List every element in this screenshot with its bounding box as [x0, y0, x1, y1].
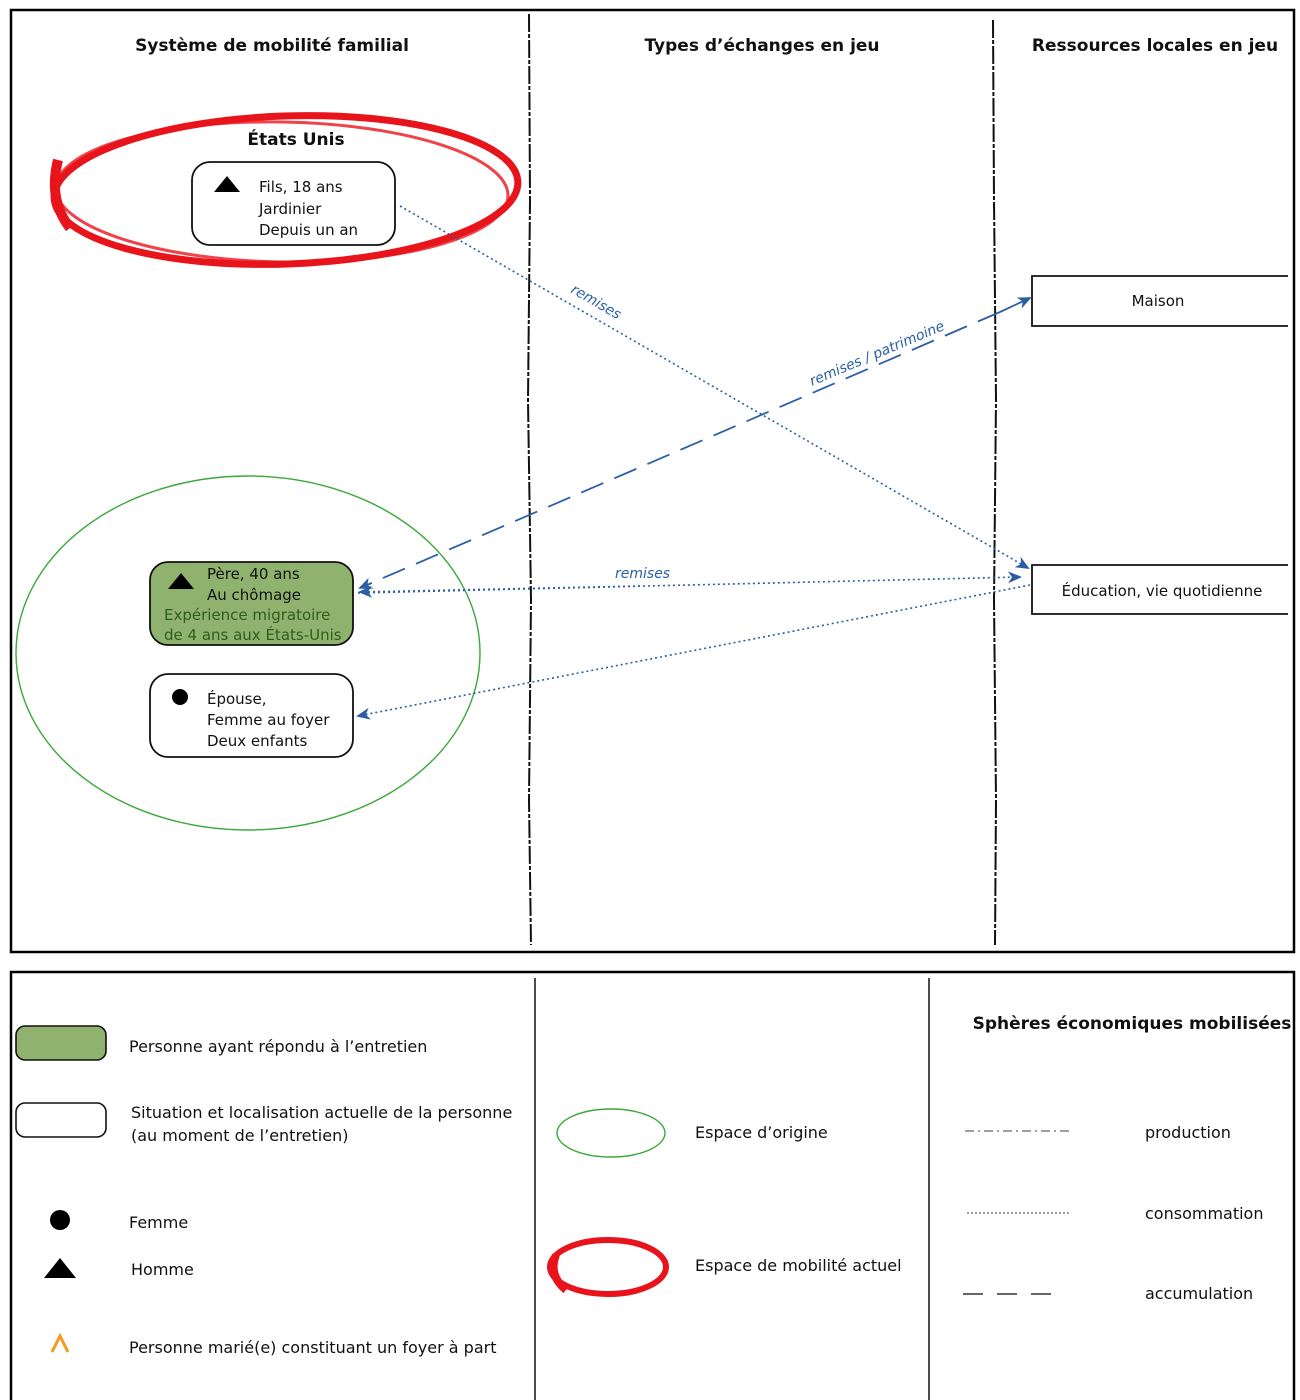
legend-woman-label: Femme: [129, 1213, 188, 1232]
legend-woman-icon: [50, 1210, 70, 1230]
flow-house-father: [358, 311, 1001, 589]
flow-father-to-education-back: [358, 585, 641, 598]
man-icon: [168, 573, 194, 589]
wife-line-1: Épouse,: [207, 689, 267, 708]
legend-interviewed-label: Personne ayant répondu à l’entretien: [129, 1037, 427, 1056]
son-box: [191, 161, 396, 246]
flow-father-to-education: [357, 571, 1022, 594]
legend-situation-line-1: Situation et localisation actuelle de la…: [131, 1103, 512, 1122]
legend-man-label: Homme: [131, 1260, 194, 1279]
legend-current-label: Espace de mobilité actuel: [695, 1256, 902, 1275]
legend-accumulation-label: accumulation: [1145, 1284, 1253, 1303]
son-line-3: Depuis un an: [259, 221, 358, 239]
flow-house-father-arrowhead: [999, 297, 1032, 313]
wife-line-2: Femme au foyer: [207, 711, 330, 729]
flow-label-father-remises: remises: [615, 566, 670, 582]
legend-spheres-title: Sphères économiques mobilisées: [973, 1014, 1292, 1034]
legend-origin-label: Espace d’origine: [695, 1123, 828, 1142]
column-header-family: Système de mobilité familial: [135, 36, 409, 56]
father-line-2: Au chômage: [207, 586, 301, 604]
column-divider-2: [992, 19, 998, 946]
legend-man-icon: [44, 1258, 76, 1278]
flow-education-to-wife: [356, 584, 1031, 720]
legend-situation-line-2: (au moment de l’entretien): [131, 1126, 348, 1145]
legend-situation-swatch: [15, 1102, 107, 1138]
man-icon: [214, 176, 240, 192]
legend-consumption-label: consommation: [1145, 1204, 1263, 1223]
house-label: Maison: [1132, 292, 1185, 310]
legend-current-ellipse: [547, 1237, 669, 1297]
main-panel-frame: [9, 8, 1296, 954]
wife-line-3: Deux enfants: [207, 732, 308, 750]
legend-production-label: production: [1145, 1123, 1231, 1142]
legend-origin-ellipse: [556, 1108, 666, 1158]
son-line-2: Jardinier: [258, 200, 322, 218]
us-label: États Unis: [247, 128, 344, 150]
legend-panel-frame: [9, 970, 1296, 1400]
column-header-exchanges: Types d’échanges en jeu: [644, 36, 879, 56]
legend-married-icon: [50, 1332, 70, 1353]
legend-interviewed-swatch: [15, 1025, 107, 1061]
current-mobility-space-ellipse: [49, 112, 522, 268]
woman-icon: [172, 689, 188, 705]
son-line-1: Fils, 18 ans: [259, 178, 343, 196]
flow-label-remises-patrimoine: remises / patrimoine: [807, 318, 947, 389]
father-line-1: Père, 40 ans: [207, 565, 300, 583]
education-box: [1031, 564, 1288, 615]
column-divider-1: [526, 13, 533, 946]
flow-label-son-remises: remises: [568, 282, 624, 323]
father-line-4: de 4 ans aux États-Unis: [164, 625, 342, 644]
father-line-3: Expérience migratoire: [164, 606, 330, 624]
father-box: [149, 561, 354, 646]
wife-box: [149, 673, 354, 758]
legend-married-label: Personne marié(e) constituant un foyer à…: [129, 1338, 496, 1357]
origin-space-ellipse: [15, 475, 481, 831]
flow-son-to-education: [399, 205, 1030, 569]
education-label: Éducation, vie quotidienne: [1062, 581, 1263, 600]
house-box: [1031, 275, 1288, 327]
column-header-resources: Ressources locales en jeu: [1032, 36, 1278, 56]
